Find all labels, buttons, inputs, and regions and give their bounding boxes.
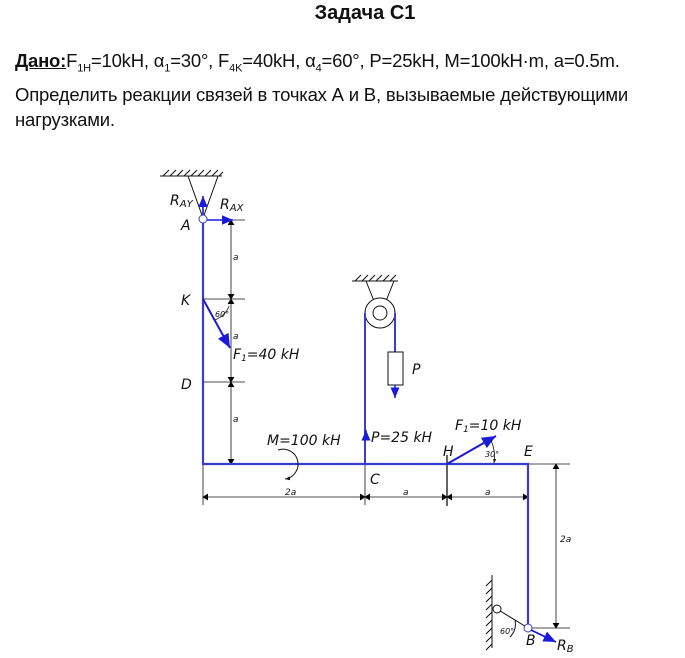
dim-ch-label: a [403,488,409,498]
dim-ak-label: a [233,253,239,263]
pin-b [523,623,533,633]
point-c-label: C [370,472,380,488]
dim-2a-label: 2a [285,488,296,498]
a1-symbol: α [153,50,165,71]
dim-eb-label: 2a [560,535,571,545]
given-rest: P=25kH, M=100kH·m, a=0.5m. [369,50,620,71]
a1-sub: 1 [164,62,171,75]
pin-a [198,214,208,224]
rb-label: RB [557,638,574,655]
page-title: Задача С1 [314,2,416,24]
f4-symbol: F [218,50,230,71]
moment-label: M=100 kH [267,433,341,449]
rb-arrow [530,629,557,643]
moment-arrow [277,448,299,481]
weight-label: P [412,362,421,378]
a4-value: =60°, [321,50,370,71]
ray-label: RAY [170,193,194,210]
angle-k-label: 60° [215,310,229,319]
force-h-label: F1=10 kH [455,418,522,435]
dimension-left [203,219,245,465]
force-k-label: F1=40 kH [233,347,300,364]
point-k-label: K [181,293,192,309]
a4-symbol: α [305,50,316,71]
weight-box [387,351,404,386]
given-label: Дано: [15,50,67,71]
pulley [352,274,398,329]
point-a-label: A [180,218,191,234]
a4-sub: 4 [315,62,322,75]
f4-value: =40kH, [242,50,306,71]
point-h-label: H [443,444,454,460]
angle-h-label: 30° [485,450,499,459]
wall-support-b [485,575,529,651]
point-e-label: E [524,444,533,460]
a1-value: =30°, [170,50,219,71]
rax-label: RAX [220,197,245,214]
f1-value: =10kH, [90,50,154,71]
p-label: P=25 kH [371,430,433,446]
dimension-right [528,463,570,629]
dim-he-label: a [485,488,491,498]
f1-sub: 1H [77,62,91,75]
angle-arc-k [214,305,230,321]
dim-dc-label: a [233,415,239,425]
angle-b-label: 60° [500,627,514,636]
problem-statement: Дано:F1H=10kH, α1=30°, F4K=40kH, α4=60°,… [15,48,685,132]
f4-sub: 4K [229,62,243,75]
dim-kd-label: a [233,332,239,342]
task-text: Определить реакции связей в точках А и В… [15,83,629,130]
point-b-label: B [526,633,536,649]
force-h-arrow [446,435,497,465]
point-d-label: D [181,377,192,393]
f1-symbol: F [66,50,78,71]
angle-arc-h [490,439,497,464]
force-k-arrow [202,298,231,349]
